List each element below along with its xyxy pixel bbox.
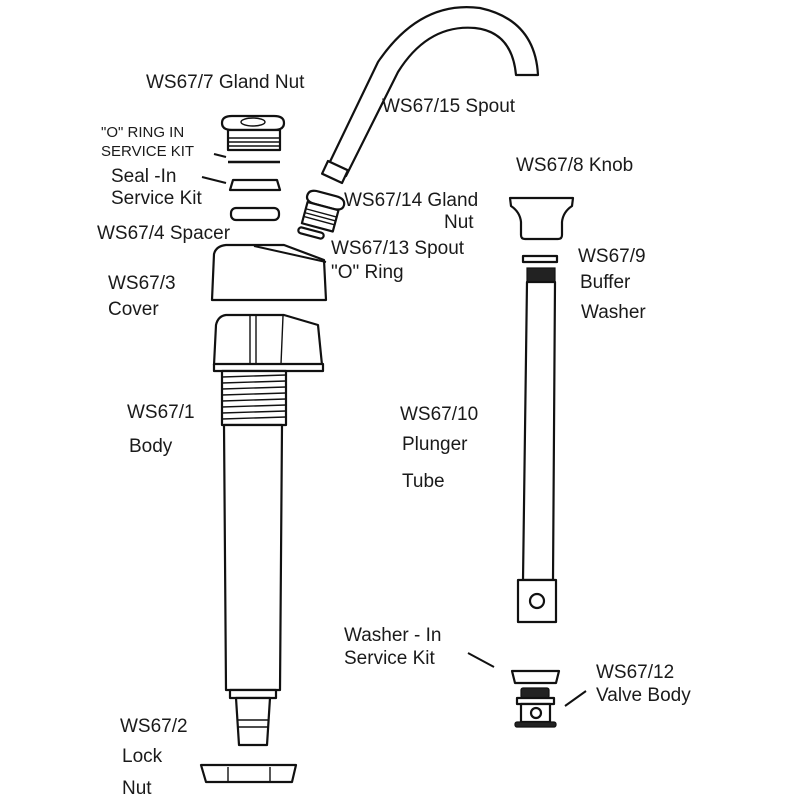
spout-part [320,6,540,185]
label-washer-kit-line2: Service Kit [344,648,435,669]
label-valve-body-line1: WS67/12 [596,662,675,683]
label-valve-body-line2: Valve Body [596,685,691,706]
label-gland-nut-14-line1: WS67/14 Gland [344,190,479,211]
label-spacer-4: WS67/4 Spacer [97,223,231,244]
label-gland-nut-7: WS67/7 Gland Nut [146,72,305,93]
valve-body-part [514,687,557,728]
lock-nut-part [199,763,298,784]
gland-nut-7-part [220,114,286,152]
label-spout-15: WS67/15 Spout [382,96,516,117]
body-part [212,313,325,747]
label-gland-nut-14-line2: Nut [444,212,474,233]
label-body-line1: WS67/1 [127,402,195,423]
label-buffer-washer-line1: WS67/9 [578,246,646,267]
label-seal-line1: Seal -In [111,166,177,187]
label-seal-line2: Service Kit [111,188,202,209]
label-spout-o-ring-line2: "O" Ring [331,262,404,283]
label-lock-nut-line1: WS67/2 [120,716,188,737]
buffer-washer-part [521,254,559,264]
label-body-line2: Body [129,436,173,457]
spout-o-ring-part [297,226,325,240]
label-plunger-tube-line1: WS67/10 [400,404,479,425]
label-cover-line2: Cover [108,299,159,320]
label-o-ring-line2: SERVICE KIT [101,143,195,160]
label-washer-kit-line1: Washer - In [344,625,442,646]
spacer-part [229,206,281,222]
label-lock-nut-line3: Nut [122,778,152,799]
label-plunger-tube-line3: Tube [402,471,445,492]
label-o-ring-line1: "O" RING IN [101,124,185,141]
leader-lines [201,153,587,707]
washer-kit-part [510,669,561,685]
gland-nut-14-part [300,189,346,233]
seal-part [228,178,282,192]
label-buffer-washer-line2: Buffer [580,272,631,293]
label-knob-8: WS67/8 Knob [516,155,634,176]
label-spout-o-ring-line1: WS67/13 Spout [331,238,465,259]
knob-part [508,196,575,241]
cover-part [210,243,328,302]
label-plunger-tube-line2: Plunger [402,434,468,455]
plunger-tube-part [516,267,558,624]
label-cover-line1: WS67/3 [108,273,176,294]
label-lock-nut-line2: Lock [122,746,163,767]
label-buffer-washer-line3: Washer [581,302,646,323]
